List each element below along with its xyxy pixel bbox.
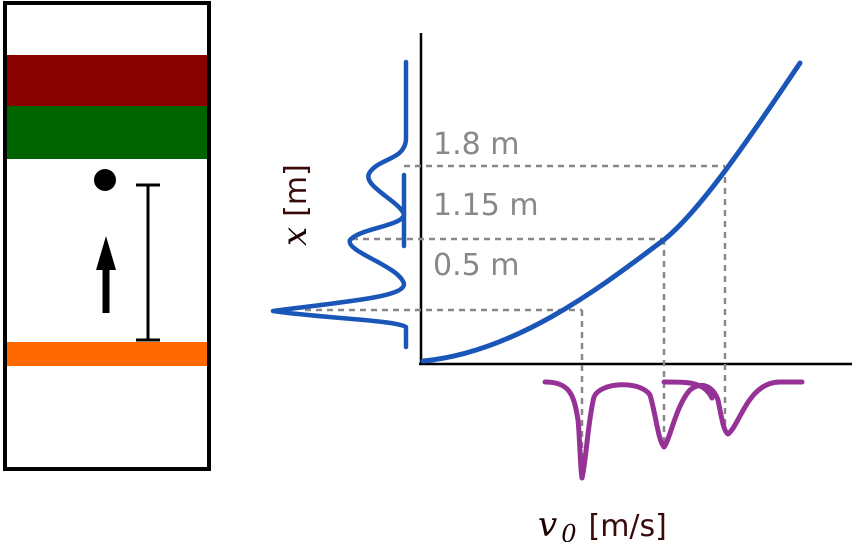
v-subscript: 0 bbox=[561, 520, 576, 542]
level-label-1: 1.8 m bbox=[433, 127, 519, 162]
height-bracket bbox=[136, 183, 160, 342]
height-velocity-curve bbox=[420, 60, 803, 364]
velocity-distribution-overlap-curve bbox=[661, 379, 715, 401]
level-label-2: 1.15 m bbox=[433, 188, 539, 223]
band-green bbox=[7, 106, 207, 159]
band-orange bbox=[7, 342, 207, 366]
ball bbox=[94, 169, 116, 191]
tube-panel bbox=[3, 1, 211, 471]
x-variable: x bbox=[275, 227, 315, 246]
v0-axis-title: v 0 [m/s] bbox=[538, 505, 667, 542]
velocity-distribution-curve bbox=[542, 379, 805, 481]
level-label-3: 0.5 m bbox=[433, 248, 519, 283]
v-unit: [m/s] bbox=[589, 509, 667, 542]
upward-arrow-icon bbox=[96, 236, 116, 313]
x-unit: [m] bbox=[279, 164, 314, 217]
x-axis-title: x [m] bbox=[275, 164, 315, 246]
svg-text:x [m]: x [m] bbox=[275, 164, 315, 246]
band-dark-red bbox=[7, 55, 207, 106]
height-distribution-curve bbox=[270, 59, 409, 350]
v-variable: v bbox=[538, 505, 557, 542]
